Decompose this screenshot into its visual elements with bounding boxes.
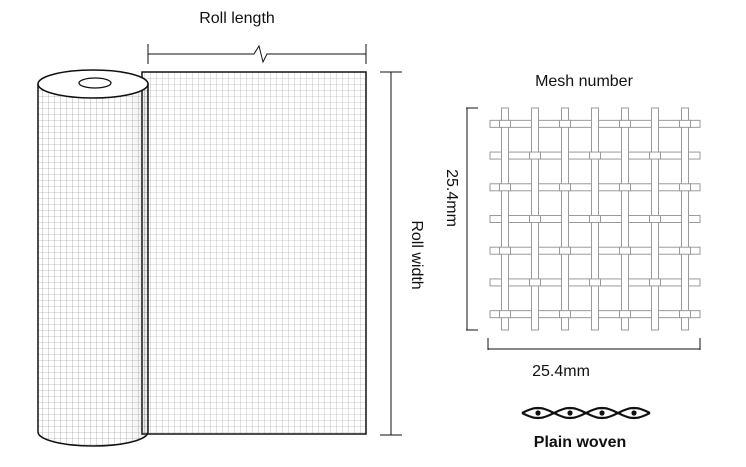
wire-crossing [679, 183, 691, 192]
mesh-height-dimension [466, 107, 478, 331]
cross-wire-dot [535, 410, 541, 416]
wire-crossing [649, 215, 661, 223]
wire-crossing [499, 310, 511, 319]
cross-wire-dot [631, 410, 637, 416]
wire-crossing [619, 183, 631, 192]
wire-crossing [499, 183, 511, 192]
warp-wire [621, 107, 629, 331]
plain-woven-label: Plain woven [534, 434, 626, 451]
wire-crossing [679, 246, 691, 255]
wave-wire-lower [521, 406, 651, 420]
wire-crossing [559, 246, 571, 255]
wire-crossing [559, 310, 571, 319]
mesh-width-dimension [487, 338, 701, 350]
wire-crossing [589, 215, 601, 223]
wire-crossing [679, 119, 691, 128]
wire-crossing [529, 278, 541, 287]
wire-crossing [679, 310, 691, 319]
mesh-width-label: 25.4mm [532, 363, 590, 380]
mesh-roll [37, 69, 149, 447]
wire-crossing [559, 119, 571, 128]
warp-wire [561, 107, 569, 331]
wire-crossing [589, 151, 601, 160]
roll-length-label: Roll length [199, 10, 275, 27]
wire-crossing [619, 310, 631, 319]
mesh-weave-detail [489, 107, 701, 331]
warp-wire [681, 107, 689, 331]
mesh-number-label: Mesh number [535, 73, 633, 90]
wire-crossing [529, 151, 541, 160]
cross-wire-dot [599, 410, 605, 416]
wire-crossing [499, 119, 511, 128]
wire-crossing [619, 119, 631, 128]
mesh-height-label: 25.4mm [443, 169, 460, 227]
roll-core-hole [78, 77, 112, 89]
cross-wire-dot [567, 410, 573, 416]
mesh-sheet [141, 71, 367, 435]
warp-wire [501, 107, 509, 331]
wire-crossing [589, 278, 601, 287]
plain-woven-cross-section [521, 406, 651, 420]
wire-crossing [649, 151, 661, 160]
wire-crossing [619, 246, 631, 255]
wire-crossing [649, 278, 661, 287]
roll-width-label: Roll width [408, 220, 425, 289]
roll-width-dimension [380, 71, 402, 436]
wire-crossing [529, 215, 541, 223]
roll-length-dimension [147, 44, 367, 64]
wire-crossing [559, 183, 571, 192]
wire-crossing [499, 246, 511, 255]
